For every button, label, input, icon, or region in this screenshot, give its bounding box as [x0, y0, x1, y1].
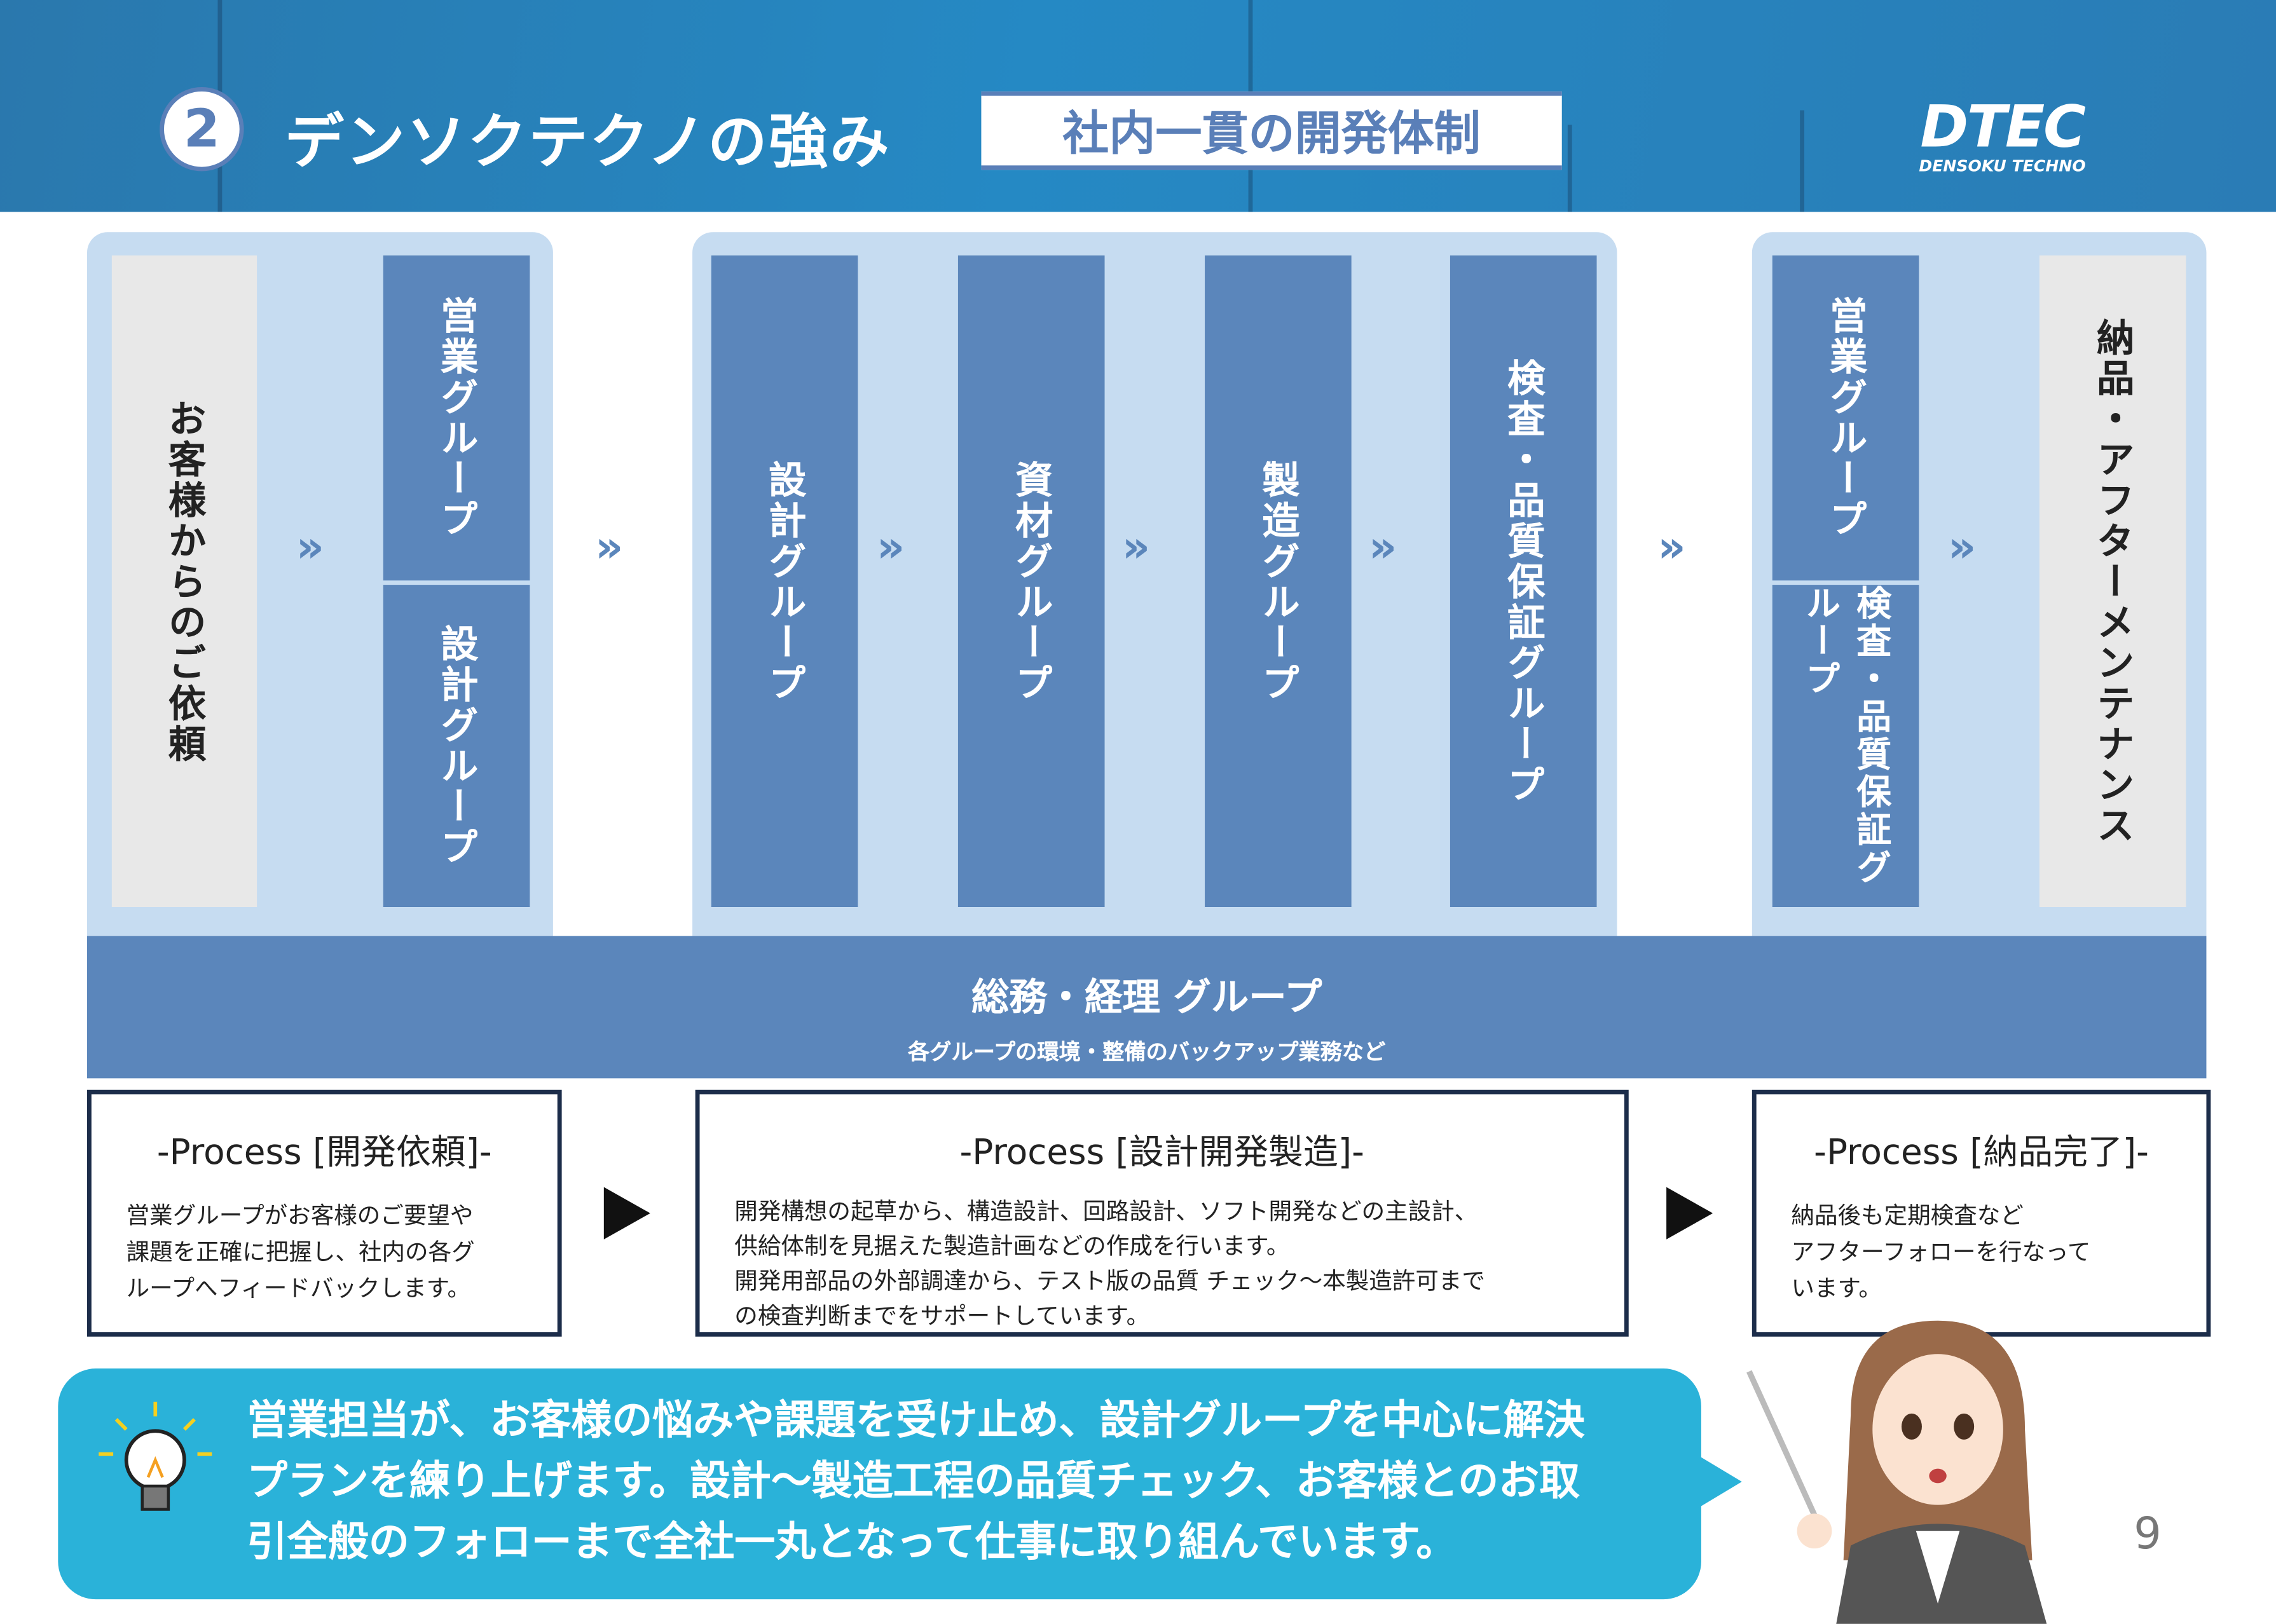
- callout-tail: [1698, 1456, 1742, 1508]
- company-logo: DTEC DENSOKU TECHNO: [1919, 94, 2086, 176]
- summary-callout: [58, 1368, 1701, 1600]
- process-text: 供給体制を見据えた製造計画などの作成を行います。: [734, 1232, 1290, 1260]
- customer-request-column: お客様からのご依頼: [111, 255, 257, 907]
- process-box-development: -Process [設計開発製造]- 開発構想の起草から、構造設計、回路設計、ソ…: [695, 1089, 1629, 1337]
- chevron-right-icon: »: [595, 522, 624, 573]
- callout-line: 引全般のフォローまで全社一丸となって仕事に取り組んでいます。: [247, 1518, 1457, 1566]
- callout-line: 営業担当が、お客様の悩みや課題を受け止め、設計グループを中心に解決: [247, 1396, 1585, 1444]
- callout-text: 営業担当が、お客様の悩みや課題を受け止め、設計グループを中心に解決 プランを練り…: [247, 1390, 1683, 1573]
- chevron-right-icon: »: [296, 522, 326, 573]
- callout-line: プランを練り上げます。設計～製造工程の品質チェック、お客様とのお取: [247, 1457, 1580, 1505]
- manufacturing-group: 製造グループ: [1205, 255, 1352, 907]
- chevron-right-icon: »: [877, 522, 906, 573]
- process-text: 開発構想の起草から、構造設計、回路設計、ソフト開発などの主設計、: [734, 1197, 1478, 1225]
- process-box-request: -Process [開発依頼]- 営業グループがお客様のご要望や 課題を正確に把…: [86, 1089, 562, 1337]
- process-heading: -Process [開発依頼]-: [156, 1131, 492, 1173]
- process-text: 開発用部品の外部調達から、テスト版の品質 チェック～本製造許可まで: [734, 1267, 1485, 1295]
- page-number: 9: [2134, 1509, 2162, 1560]
- process-heading: -Process [設計開発製造]-: [959, 1131, 1364, 1173]
- page-subtitle: 社内一貫の開発体制: [981, 91, 1562, 170]
- process-text: ループへフィードバックします。: [126, 1274, 471, 1302]
- process-text: 課題を正確に把握し、社内の各グ: [126, 1238, 475, 1266]
- logo-subtext: DENSOKU TECHNO: [1919, 156, 2086, 176]
- arrow-right-icon: [603, 1187, 650, 1239]
- general-affairs-bar: 総務・経理 グループ 各グループの環境・整備のバックアップ業務など: [86, 936, 2207, 1079]
- process-heading: -Process [納品完了]-: [1814, 1131, 2149, 1173]
- design-group: 設計グループ: [711, 255, 858, 907]
- lightbulb-icon: [99, 1402, 212, 1511]
- process-text: の検査判断までをサポートしています。: [734, 1302, 1150, 1330]
- right-inspection-group: 検査・品質保証グループ: [1772, 585, 1919, 907]
- presenter-illustration: [1746, 1320, 2047, 1624]
- logo-text: DTEC: [1920, 94, 2086, 161]
- process-text: います。: [1791, 1274, 1882, 1302]
- right-sales-group: 営業グループ: [1772, 255, 1919, 581]
- process-text: アフターフォローを行なって: [1791, 1238, 2091, 1266]
- delivery-maintenance-column: 納品・アフターメンテナンス: [2039, 255, 2186, 907]
- chevron-right-icon: »: [1121, 522, 1151, 573]
- process-text: 納品後も定期検査など: [1791, 1201, 2024, 1229]
- left-sales-group: 営業グループ: [383, 255, 530, 581]
- materials-group: 資材グループ: [957, 255, 1105, 907]
- process-box-delivery: -Process [納品完了]- 納品後も定期検査など アフターフォローを行なっ…: [1752, 1089, 2211, 1337]
- general-affairs-title: 総務・経理 グループ: [971, 976, 1322, 1021]
- chevron-right-icon: »: [1657, 522, 1687, 573]
- section-number-badge: 2: [160, 86, 244, 172]
- chevron-right-icon: »: [1948, 522, 1977, 573]
- general-affairs-subtitle: 各グループの環境・整備のバックアップ業務など: [907, 1039, 1386, 1065]
- arrow-right-icon: [1666, 1187, 1713, 1239]
- inspection-qa-group: 検査・品質保証グループ: [1450, 255, 1597, 907]
- process-text: 営業グループがお客様のご要望や: [126, 1201, 474, 1229]
- chevron-right-icon: »: [1369, 522, 1398, 573]
- left-design-group: 設計グループ: [383, 585, 530, 907]
- page-title: デンソクテクノの強み: [284, 107, 891, 177]
